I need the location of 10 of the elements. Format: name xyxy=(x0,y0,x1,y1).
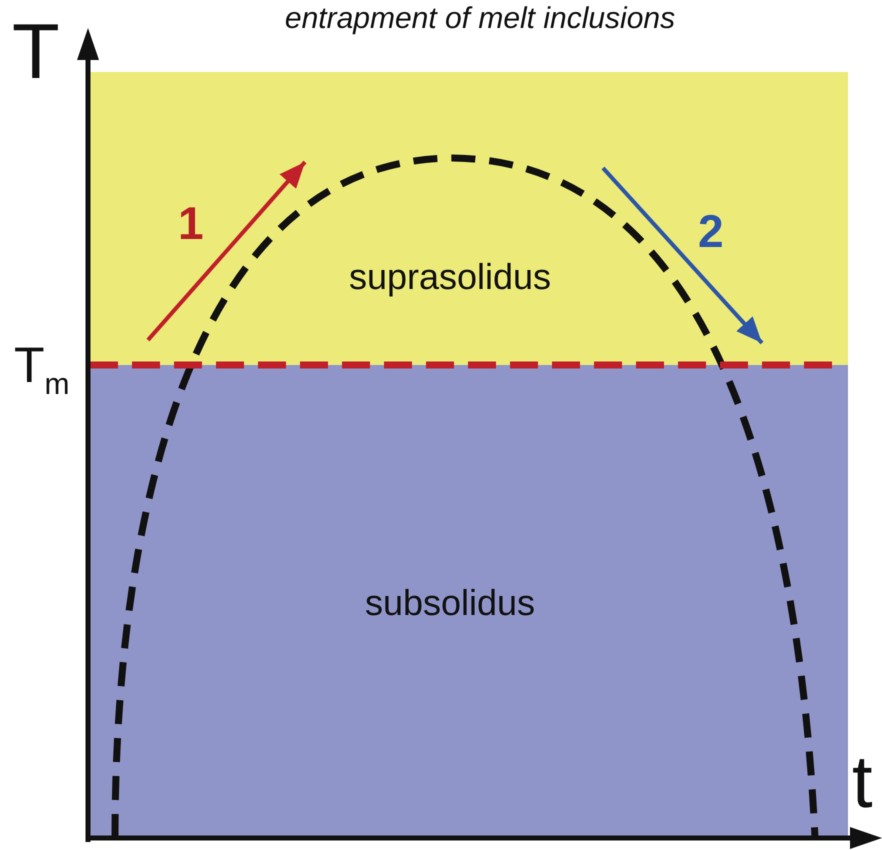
axis-label: t xyxy=(852,745,873,819)
axis-label: T xyxy=(12,12,60,90)
step-number: 1 xyxy=(178,200,204,246)
subsolidus-region xyxy=(88,365,848,838)
suprasolidus-region xyxy=(88,72,848,365)
axis-tick-label: T$_{m}$ xyxy=(14,340,70,400)
region-label: suprasolidus xyxy=(348,256,552,298)
diagram-title: entrapment of melt inclusions xyxy=(284,2,676,36)
region-label: subsolidus xyxy=(364,582,536,624)
step-number: 2 xyxy=(698,208,724,254)
